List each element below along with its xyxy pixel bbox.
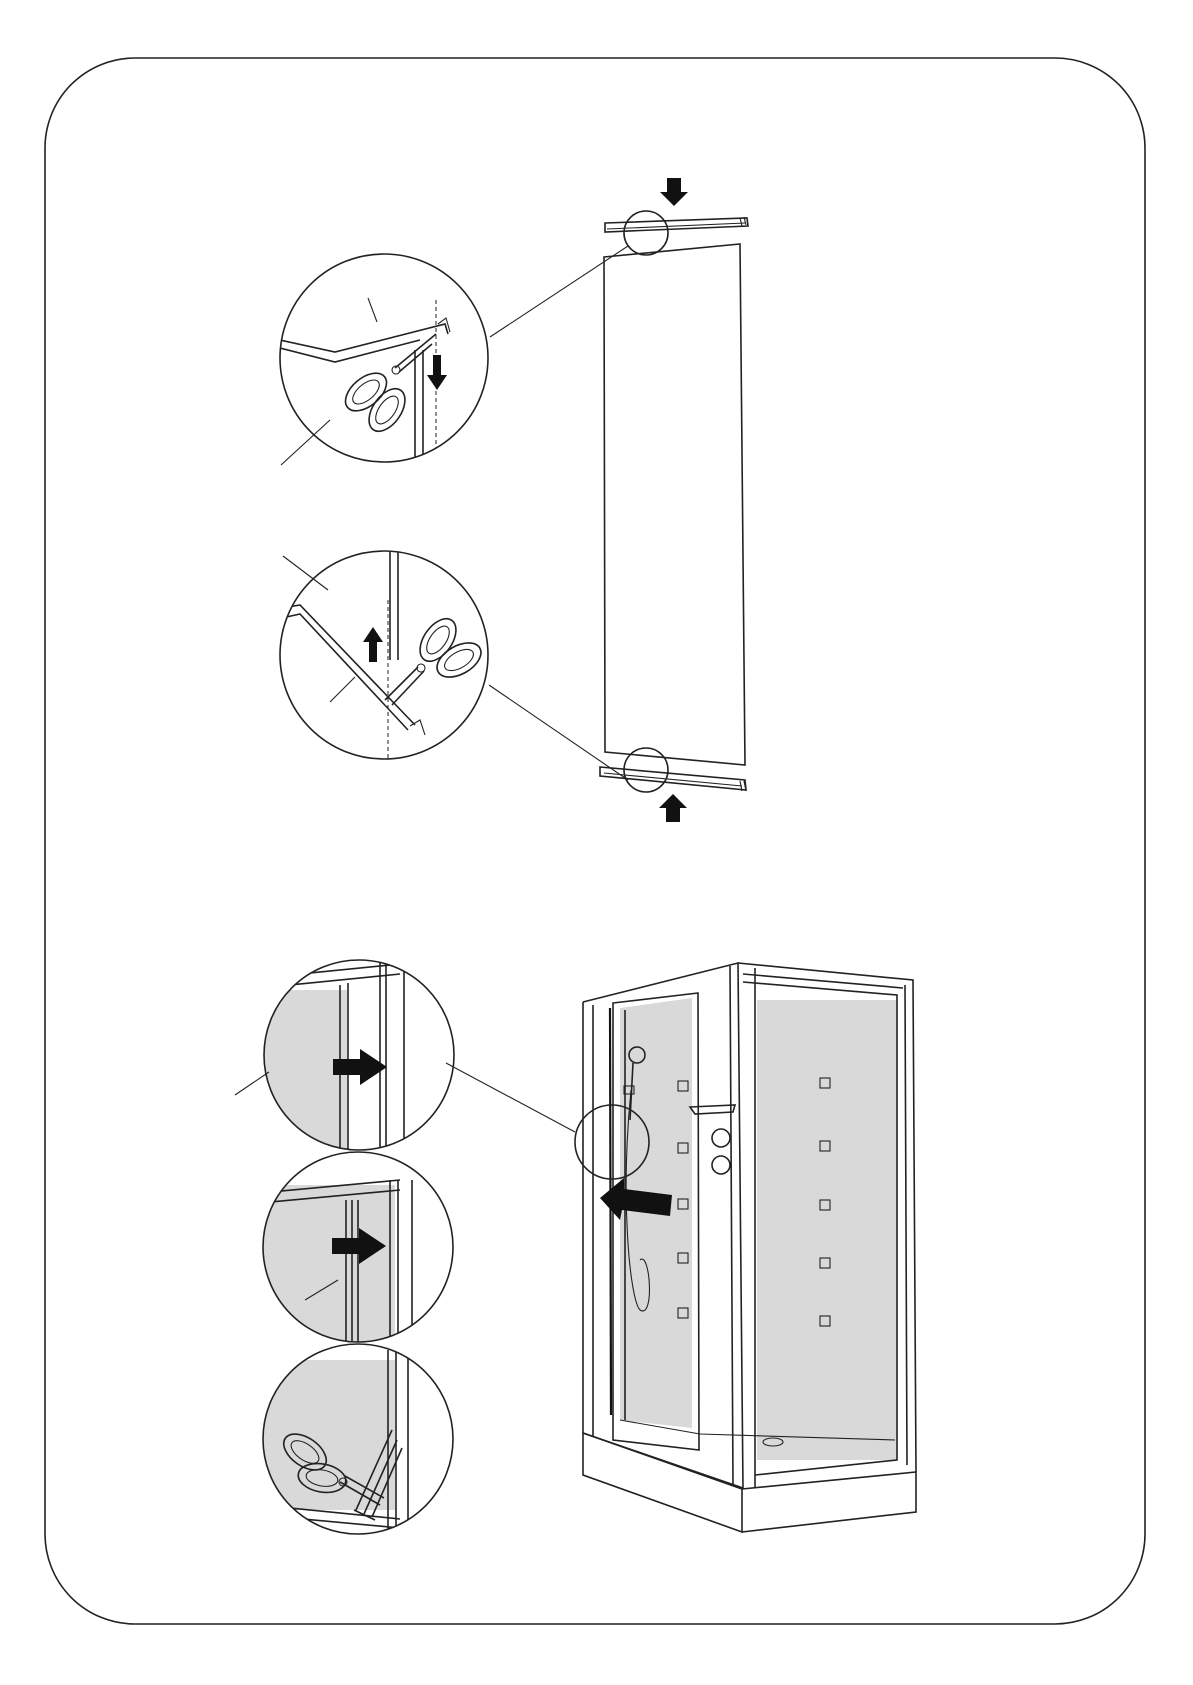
glass-panel bbox=[604, 244, 745, 765]
down-arrow-icon bbox=[660, 178, 688, 206]
scissors-icon bbox=[385, 612, 487, 705]
detail-1-seal-position bbox=[235, 960, 454, 1160]
detail-3-seal-trim bbox=[255, 1344, 453, 1540]
page-frame bbox=[45, 58, 1145, 1624]
bottom-seal-strip bbox=[600, 767, 746, 791]
up-arrow-icon bbox=[363, 627, 383, 662]
detail-2-seal-insert bbox=[255, 1152, 453, 1350]
up-arrow-icon bbox=[659, 794, 687, 822]
detail-bottom-cut bbox=[280, 545, 488, 760]
scissors-icon bbox=[339, 334, 436, 438]
down-arrow-icon bbox=[427, 355, 447, 390]
step-top-illustration bbox=[280, 178, 748, 822]
callout-circle-top bbox=[624, 211, 668, 255]
detail-top-cut bbox=[280, 254, 488, 470]
step-bottom-illustration bbox=[235, 960, 916, 1540]
shower-enclosure bbox=[446, 963, 916, 1532]
